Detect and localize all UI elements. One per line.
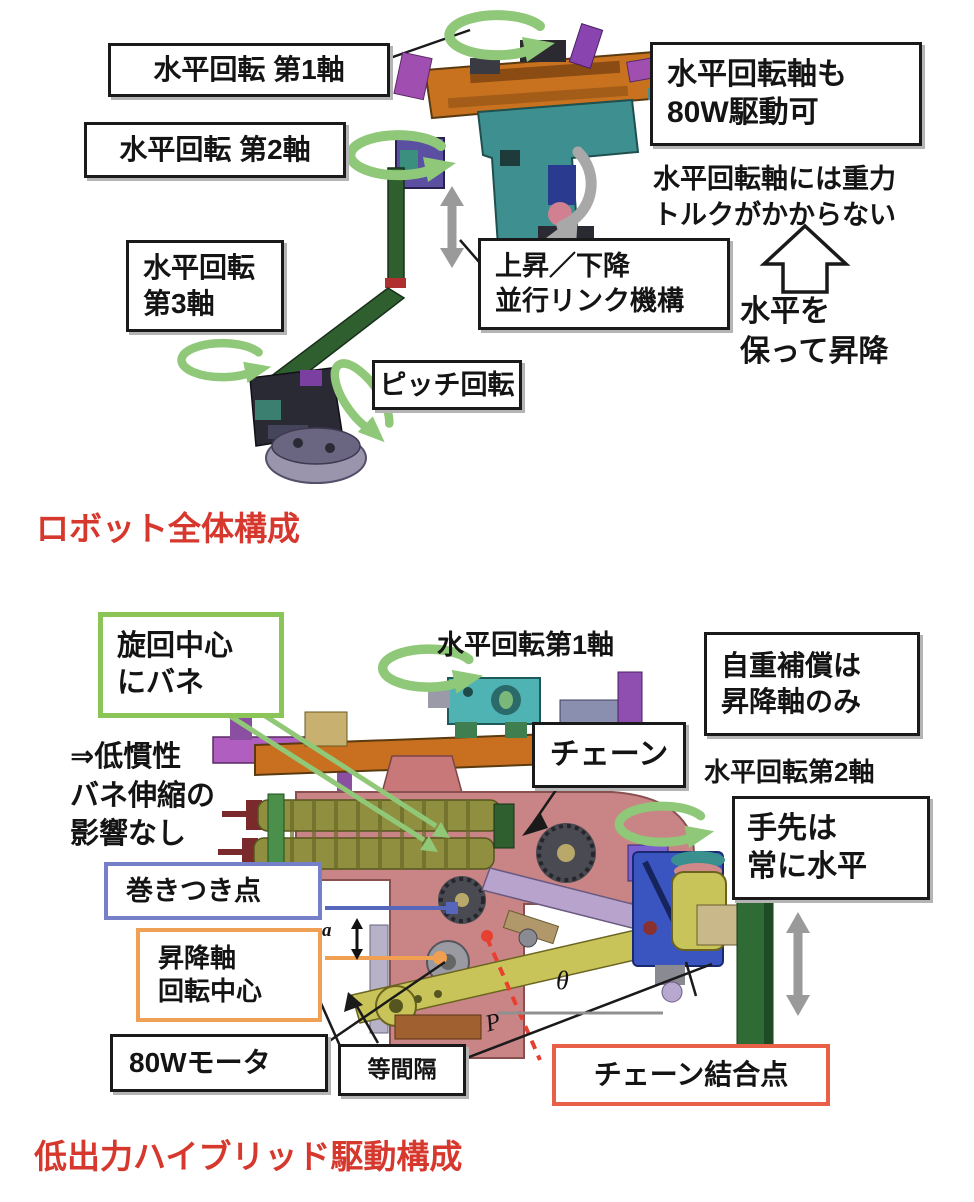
- label-80w-drive: 水平回転軸も 80W駆動可: [650, 42, 922, 146]
- base-disc: [265, 427, 367, 484]
- label-weight-compensation: 自重補償は 昇降軸のみ: [704, 632, 920, 736]
- leader-line: [459, 239, 481, 264]
- chain-joint-leader: [485, 937, 542, 1061]
- up-arrow-outline-icon: [759, 223, 851, 294]
- link-arms: [351, 867, 697, 1040]
- label-horizontal-axis2: 水平回転 第2軸: [84, 122, 346, 178]
- chain-joint-marker: [481, 930, 493, 942]
- figure1-caption: ロボット全体構成: [36, 510, 300, 547]
- wrap-point-marker: [446, 902, 458, 914]
- counterbalance-springs: [218, 793, 501, 877]
- end-effector: [249, 367, 343, 447]
- note-no-gravity-torque: 水平回転軸には重力 トルクがかからない: [653, 164, 896, 230]
- label-chain-joint: チェーン結合点: [552, 1044, 830, 1106]
- label-equal-spacing: 等間隔: [338, 1044, 466, 1096]
- label-wrap-point: 巻きつき点: [104, 862, 322, 920]
- lift-axis-marker: [433, 951, 447, 965]
- label-spring-at-pivot: 旋回中心 にバネ: [98, 612, 284, 718]
- figure2-caption: 低出力ハイブリッド駆動構成: [34, 1138, 463, 1175]
- label-chain: チェーン: [532, 722, 686, 788]
- note-low-inertia: ⇒低慣性 バネ伸縮の 影響なし: [70, 741, 216, 851]
- robot-top-platform: [393, 22, 690, 120]
- dimension-lines: [298, 789, 713, 1074]
- label-hand-level: 手先は 常に水平: [732, 796, 930, 900]
- lift-double-arrow-icon: [440, 186, 464, 268]
- a-offset-label: a: [322, 920, 332, 941]
- wrist-unit: [627, 844, 740, 1003]
- theta-angle-label: θ: [556, 966, 569, 995]
- beam-block: [304, 711, 348, 747]
- label-horizontal-axis3: 水平回転 第3軸: [126, 240, 284, 332]
- spring-leader-arrows: [228, 707, 450, 852]
- label-fig2-axis1: 水平回転第1軸: [437, 630, 615, 660]
- label-fig2-axis2: 水平回転第2軸: [704, 757, 875, 787]
- label-pitch-rotation: ピッチ回転: [372, 360, 522, 410]
- label-lift-axis-center: 昇降軸 回転中心: [136, 928, 322, 1022]
- label-80w-motor: 80Wモータ: [110, 1034, 328, 1092]
- label-horizontal-axis1: 水平回転 第1軸: [108, 43, 390, 97]
- label-parallel-link: 上昇／下降 並行リンク機構: [478, 238, 730, 330]
- vertical-post-shade: [764, 898, 773, 1054]
- note-level-lift: 水平を 保って昇降: [740, 295, 889, 368]
- lift-double-arrow-icon: [786, 912, 810, 1016]
